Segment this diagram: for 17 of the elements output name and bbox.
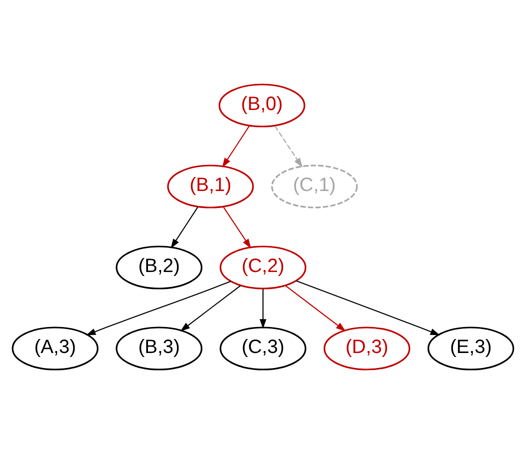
arrow bbox=[222, 125, 250, 168]
node-ellipse: (C,3) bbox=[220, 326, 306, 370]
arrow bbox=[296, 280, 440, 335]
arrow bbox=[170, 206, 198, 248]
arrow bbox=[260, 288, 266, 328]
node-ellipse: (D,3) bbox=[324, 326, 410, 370]
node-ellipse: (B,3) bbox=[116, 326, 202, 370]
node-ellipse: (B,1) bbox=[167, 164, 254, 208]
arrow bbox=[285, 284, 346, 331]
arrow bbox=[223, 206, 252, 248]
arrow bbox=[86, 280, 231, 335]
node-ellipse: (C,1) bbox=[271, 164, 358, 208]
node-ellipse: (B,2) bbox=[116, 245, 202, 289]
arrow bbox=[274, 125, 302, 167]
node-ellipse: (C,2) bbox=[220, 245, 306, 289]
node-ellipse: (B,0) bbox=[218, 83, 306, 127]
arrow bbox=[180, 284, 241, 331]
